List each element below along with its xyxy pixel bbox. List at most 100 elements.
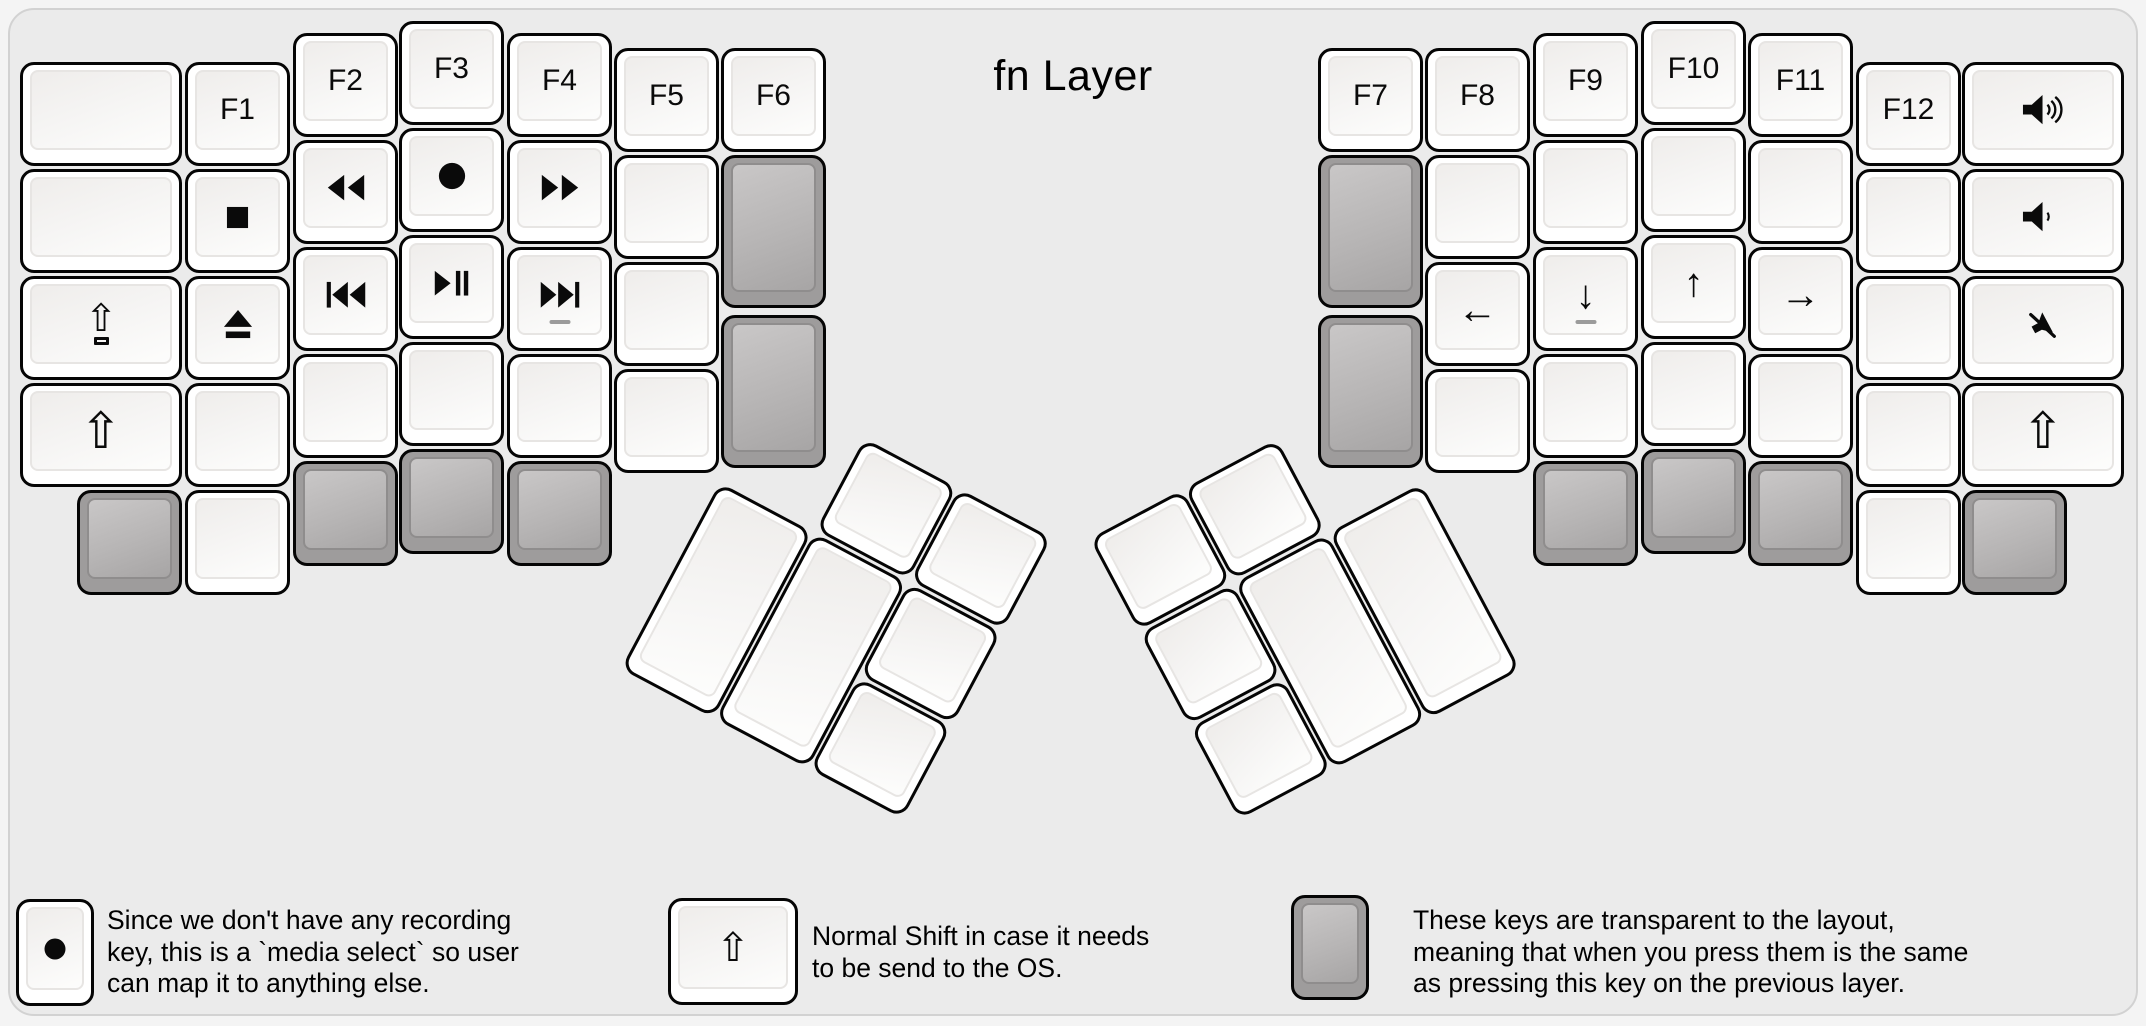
keycap (1866, 284, 1951, 364)
key-fast-forward[interactable] (507, 140, 612, 244)
key-f10[interactable]: F10 (1641, 21, 1746, 125)
keycap: F8 (1435, 56, 1520, 136)
key-record[interactable] (399, 128, 504, 232)
key-stop[interactable] (185, 169, 290, 273)
keycap (1543, 469, 1628, 550)
key-arrow-up[interactable]: ↑ (1641, 235, 1746, 339)
key-blank[interactable] (1533, 354, 1638, 458)
key-transparent[interactable] (1533, 461, 1638, 566)
key-transparent[interactable] (77, 490, 182, 595)
key-blank[interactable] (1856, 276, 1961, 380)
key-transparent[interactable] (1318, 315, 1423, 468)
key-rewind[interactable] (293, 140, 398, 244)
key-shift[interactable]: ⇧ (20, 383, 182, 487)
key-blank[interactable] (20, 169, 182, 273)
key-blank[interactable] (185, 383, 290, 487)
key-f12[interactable]: F12 (1856, 62, 1961, 166)
key-transparent[interactable] (721, 155, 826, 308)
keycap (1866, 177, 1951, 257)
key-blank[interactable] (1748, 354, 1853, 458)
key-f11[interactable]: F11 (1748, 33, 1853, 137)
key-f5[interactable]: F5 (614, 48, 719, 152)
key-f7[interactable]: F7 (1318, 48, 1423, 152)
legend-key-shift[interactable]: ⇧ (668, 898, 798, 1005)
key-blank[interactable] (1533, 140, 1638, 244)
key-f3[interactable]: F3 (399, 21, 504, 125)
key-f4[interactable]: F4 (507, 33, 612, 137)
key-caps-shift[interactable]: ⇧ (20, 276, 182, 380)
key-transparent[interactable] (1641, 449, 1746, 554)
key-blank[interactable] (1856, 490, 1961, 595)
key-blank[interactable] (185, 490, 290, 595)
key-blank[interactable] (399, 342, 504, 446)
key-volume-down[interactable] (1962, 169, 2124, 273)
keycap (303, 469, 388, 550)
key-blank[interactable] (293, 354, 398, 458)
page-title: fn Layer (993, 52, 1153, 100)
keycap (1866, 498, 1951, 579)
eject-icon (223, 309, 253, 339)
key-blank[interactable] (20, 62, 182, 166)
legend-key-transparent[interactable] (1291, 895, 1369, 1000)
keycap (1651, 350, 1736, 430)
key-transparent[interactable] (1318, 155, 1423, 308)
key-transparent[interactable] (1962, 490, 2067, 595)
keycap (303, 362, 388, 442)
key-blank[interactable] (1641, 342, 1746, 446)
key-skip-forward[interactable] (507, 247, 612, 351)
mute-icon (2026, 307, 2060, 341)
key-blank[interactable] (614, 262, 719, 366)
skip-forward-icon (538, 281, 582, 309)
legend-text-line: as pressing this key on the previous lay… (1413, 968, 1905, 998)
keycap (1758, 362, 1843, 442)
caps-shift-icon: ⇧ (85, 300, 117, 346)
key-transparent[interactable] (1748, 461, 1853, 566)
key-label: F9 (1567, 64, 1603, 97)
keycap: F1 (195, 70, 280, 150)
keycap (409, 457, 494, 538)
key-volume-up[interactable] (1962, 62, 2124, 166)
key-f9[interactable]: F9 (1533, 33, 1638, 137)
key-blank[interactable] (1425, 155, 1530, 259)
keycap (731, 163, 816, 292)
key-f2[interactable]: F2 (293, 33, 398, 137)
record-icon (437, 161, 467, 191)
keycap (26, 907, 84, 990)
key-transparent[interactable] (399, 449, 504, 554)
key-blank[interactable] (1748, 140, 1853, 244)
key-blank[interactable] (507, 354, 612, 458)
key-transparent[interactable] (293, 461, 398, 566)
key-blank[interactable] (1641, 128, 1746, 232)
key-blank[interactable] (614, 155, 719, 259)
key-blank[interactable] (614, 369, 719, 473)
keycap (87, 498, 172, 579)
keycap (1972, 70, 2114, 150)
keycap (195, 284, 280, 364)
key-eject[interactable] (185, 276, 290, 380)
key-blank[interactable] (1425, 369, 1530, 473)
key-mute[interactable] (1962, 276, 2124, 380)
key-shift[interactable]: ⇧ (1962, 383, 2124, 487)
key-f6[interactable]: F6 (721, 48, 826, 152)
keycap (1328, 163, 1413, 292)
legend-key-record[interactable] (16, 899, 94, 1006)
keycap (1328, 323, 1413, 452)
key-skip-back[interactable] (293, 247, 398, 351)
keycap (517, 362, 602, 442)
keycap (1866, 391, 1951, 471)
key-arrow-down[interactable]: ↓ (1533, 247, 1638, 351)
key-f8[interactable]: F8 (1425, 48, 1530, 152)
key-arrow-left[interactable]: ← (1425, 262, 1530, 366)
key-blank[interactable] (1856, 169, 1961, 273)
vol-down-icon (2021, 200, 2066, 233)
key-blank[interactable] (1856, 383, 1961, 487)
key-play-pause[interactable] (399, 235, 504, 339)
keycap (30, 70, 172, 150)
key-transparent[interactable] (721, 315, 826, 468)
key-transparent[interactable] (507, 461, 612, 566)
key-arrow-right[interactable]: → (1748, 247, 1853, 351)
key-f1[interactable]: F1 (185, 62, 290, 166)
record-icon (40, 934, 70, 964)
keycap (195, 177, 280, 257)
